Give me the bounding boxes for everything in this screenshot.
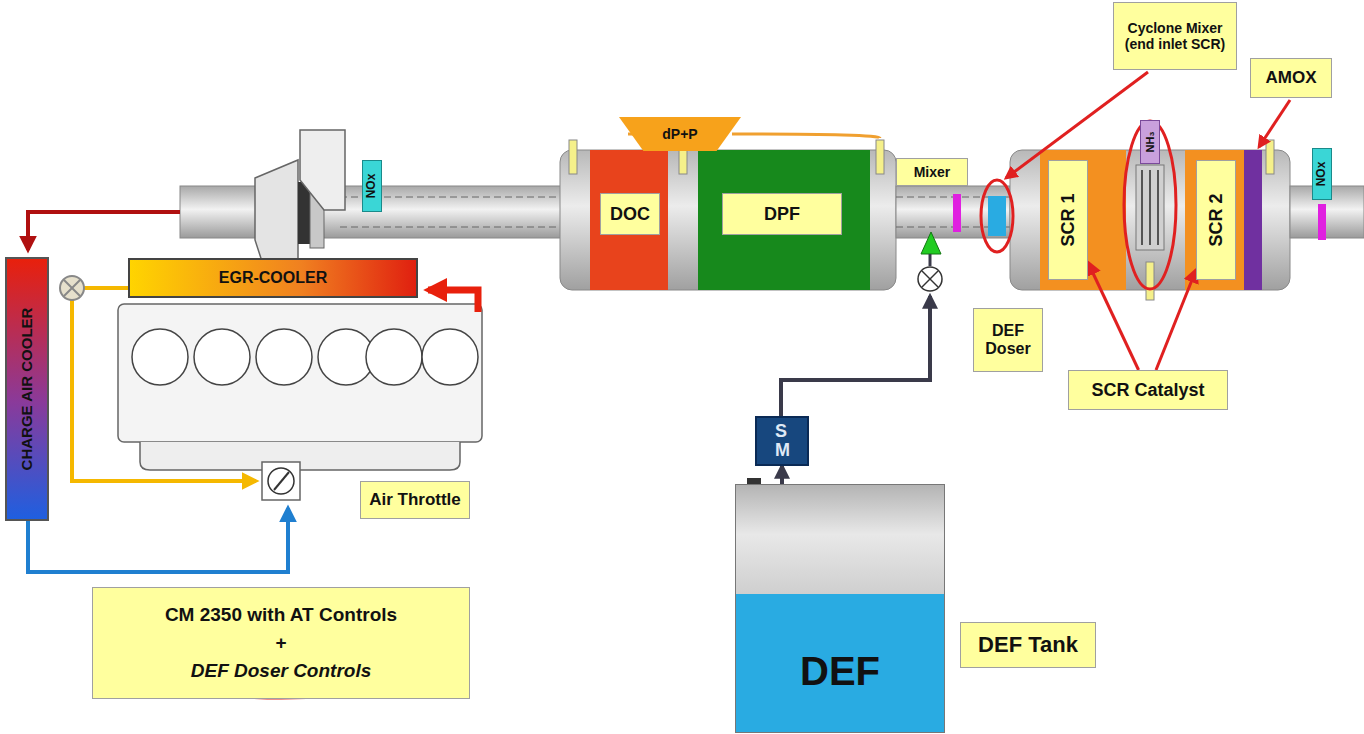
node-text: DPF: [764, 204, 800, 225]
dpf-label: DPF: [722, 193, 842, 235]
node-text: +: [275, 632, 286, 654]
doser-label: DEF Doser: [973, 308, 1043, 372]
node-text: DEF: [800, 648, 880, 694]
connector-arrow: [1088, 263, 1139, 371]
scr-brick: SCR 2: [1196, 160, 1236, 280]
nh3-sensor: NH₃: [1140, 120, 1160, 164]
node-text: dP+P: [662, 126, 697, 142]
callout-label: SCR Catalyst: [1068, 370, 1228, 410]
node-text: NOx: [1315, 162, 1329, 187]
egr-cooler: EGR-COOLER: [128, 258, 418, 298]
node-text: NH₃: [1144, 132, 1157, 153]
control-module: CM 2350 with AT Controls + DEF Doser Contr…: [92, 587, 470, 699]
node-text: AMOX: [1266, 68, 1317, 88]
doc-label: DOC: [600, 193, 660, 235]
node-text: CM 2350 with AT Controls: [165, 604, 397, 626]
node-text: DEF Doser: [974, 322, 1042, 359]
def-tank: DEF: [735, 484, 945, 733]
node-text: Air Throttle: [369, 490, 461, 510]
nox-sensor: NOx: [1312, 148, 1332, 200]
scr-brick: SCR 1: [1048, 160, 1088, 280]
connector-arrow: [780, 466, 784, 484]
node-text: SCR Catalyst: [1091, 380, 1204, 401]
connector-arrow: [1156, 270, 1196, 370]
node-text: S M: [775, 422, 789, 460]
callout-label: Cyclone Mixer (end inlet SCR): [1113, 2, 1237, 70]
node-text: NOx: [365, 174, 379, 199]
node-text: Mixer: [914, 164, 951, 180]
mixer-label: Mixer: [896, 158, 968, 186]
node-text: DEF Tank: [978, 632, 1078, 657]
node-text: SCR 2: [1206, 193, 1227, 246]
node-text: SCR 1: [1058, 193, 1079, 246]
supply-module: S M: [755, 416, 809, 466]
node-text: DOC: [610, 204, 650, 225]
node-text: EGR-COOLER: [219, 269, 327, 287]
nox-sensor: NOx: [362, 160, 382, 212]
throttle-label: Air Throttle: [360, 481, 470, 519]
pressure-sensor: dP+P: [619, 117, 741, 151]
tank-label: DEF Tank: [960, 622, 1096, 668]
node-text: Cyclone Mixer (end inlet SCR): [1114, 20, 1236, 52]
callout-label: AMOX: [1250, 58, 1332, 98]
highlighted-text: DEF Doser Controls: [191, 660, 372, 682]
charge-air-cooler: CHARGE AIR COOLER: [5, 257, 49, 521]
node-text: CHARGE AIR COOLER: [18, 308, 35, 471]
